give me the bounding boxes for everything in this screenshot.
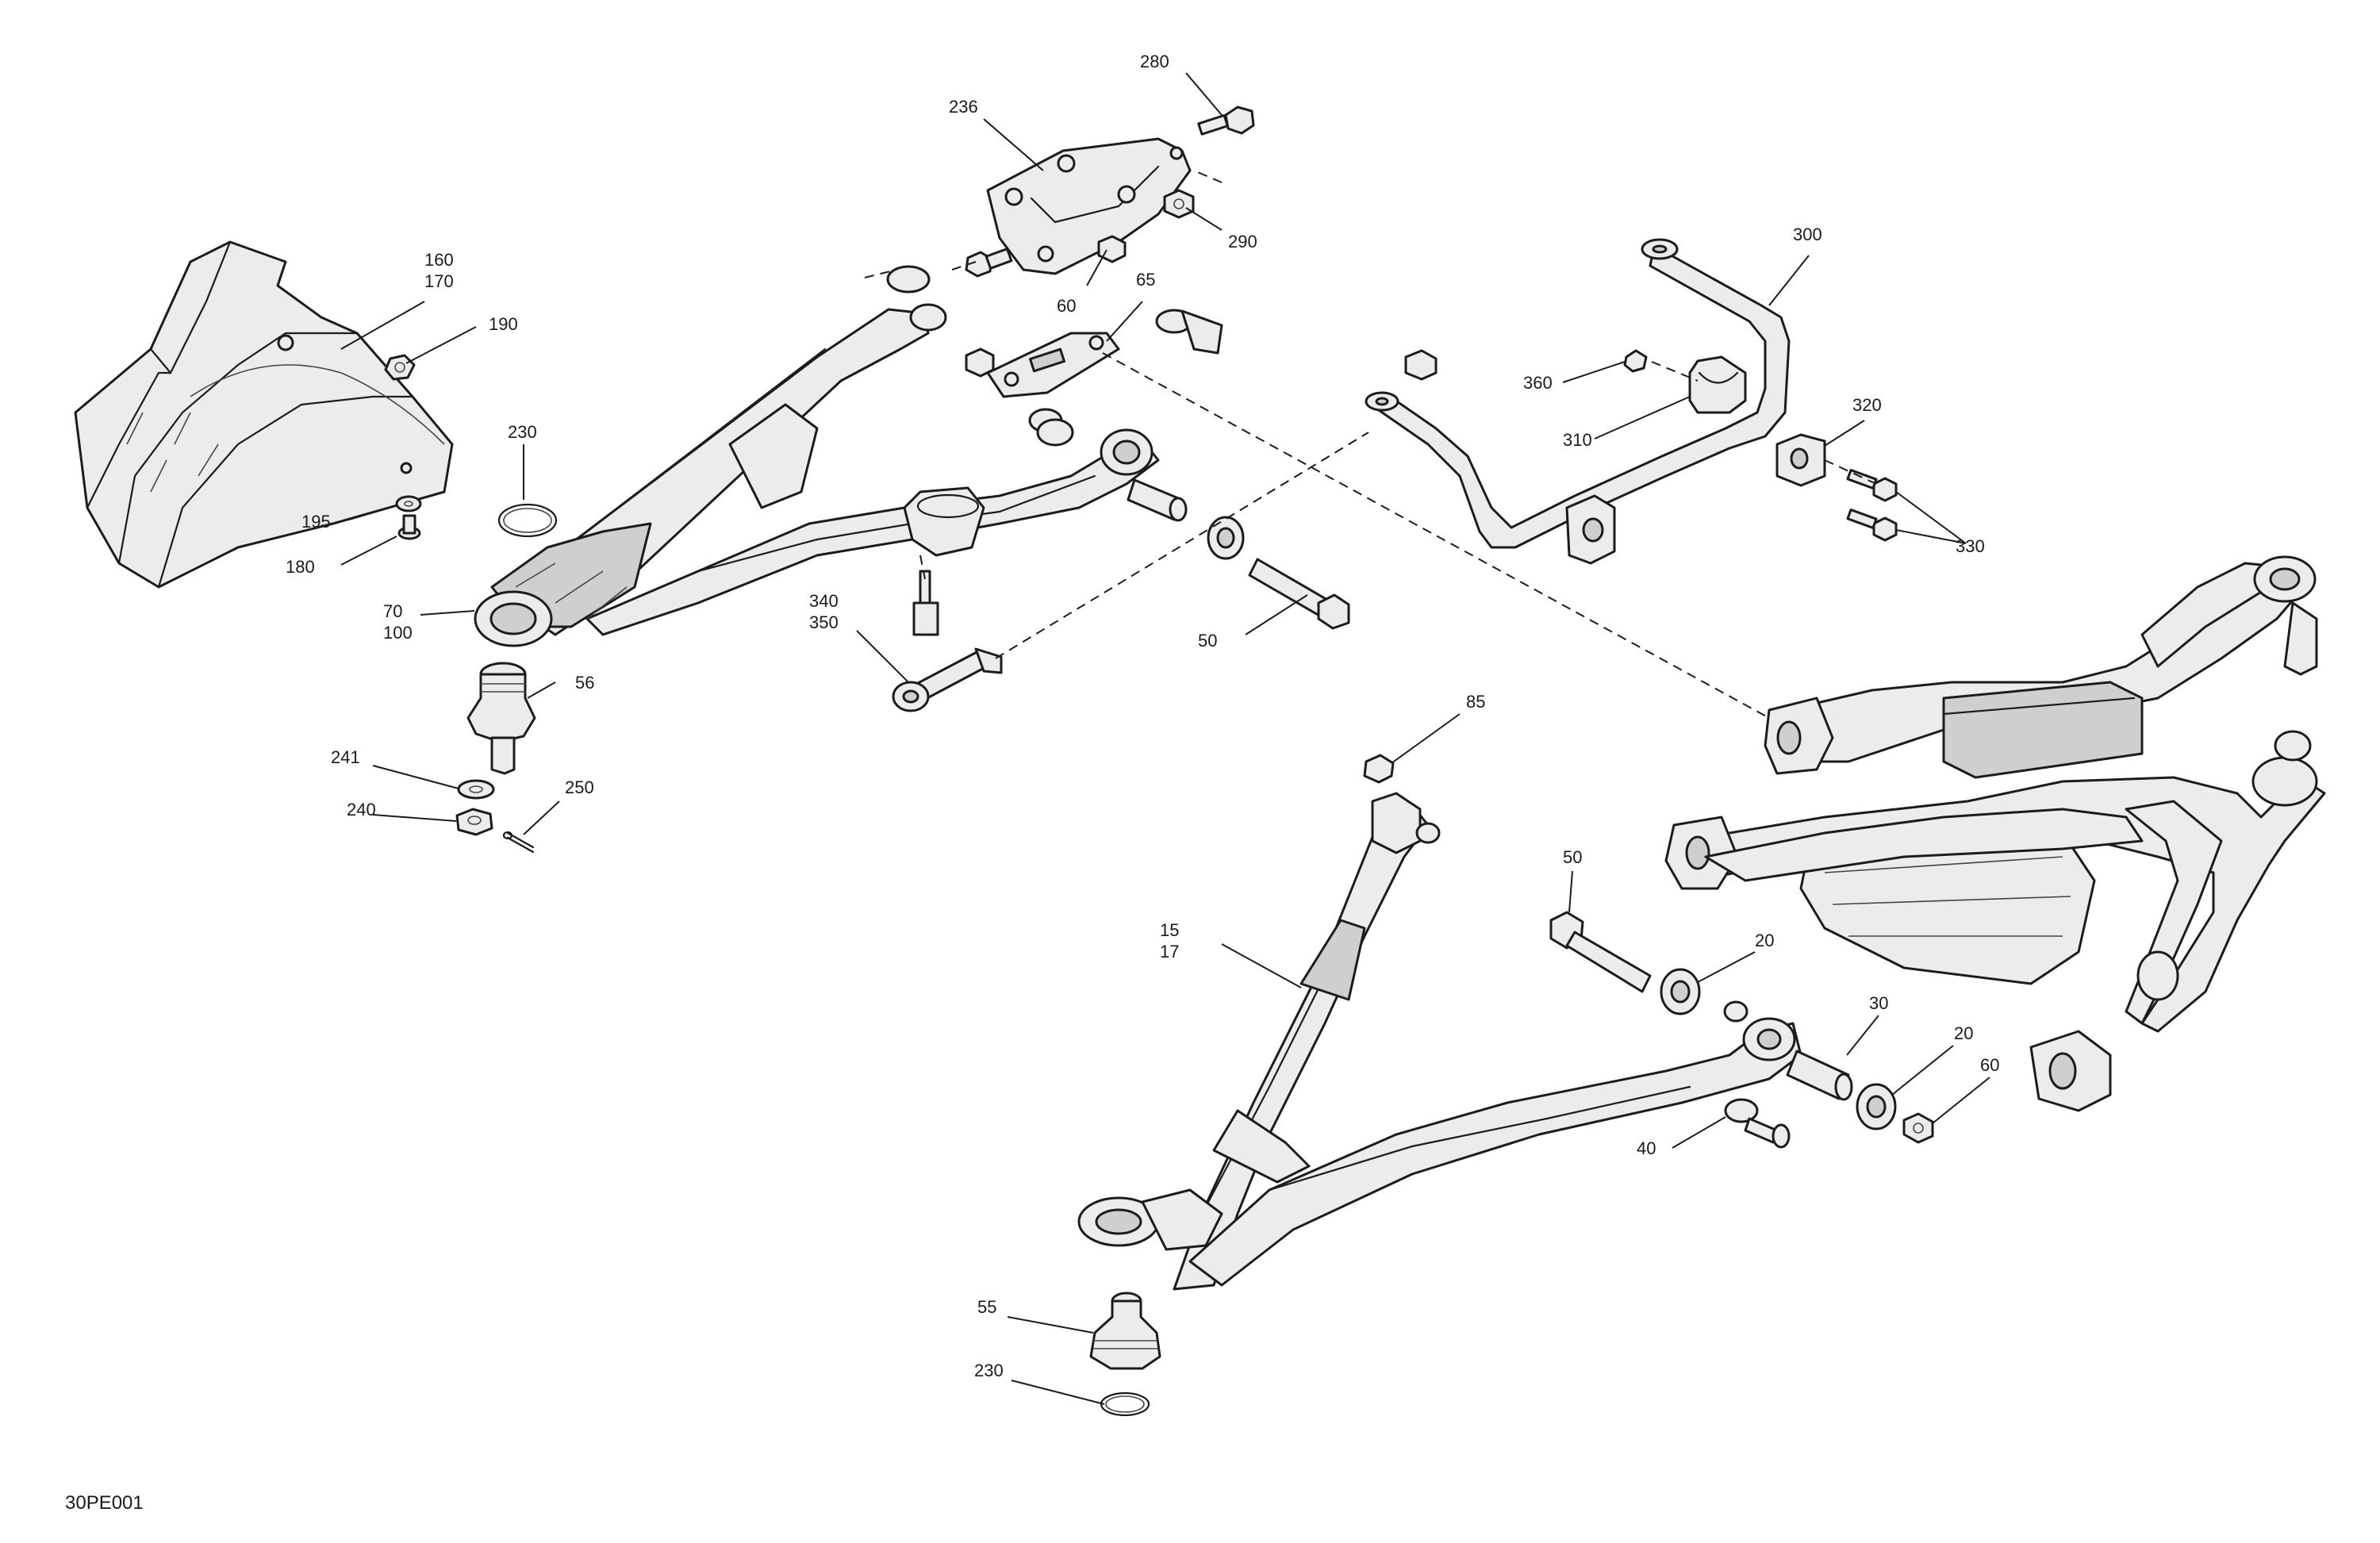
callout-250: 250	[565, 777, 594, 797]
sleeve-upper	[1127, 478, 1188, 522]
nut-85	[1363, 754, 1395, 784]
ball-joint-55	[1089, 1292, 1161, 1370]
bolt-60-upper	[965, 248, 1013, 278]
callout-50-upper: 50	[1198, 631, 1217, 651]
spacer-right-of-plate	[1155, 309, 1223, 355]
nut-left-of-plate	[965, 347, 995, 378]
clamp-310	[1688, 355, 1747, 414]
nut-190	[384, 354, 416, 381]
nut-290	[1163, 189, 1195, 219]
cotter-pin-250	[502, 831, 535, 854]
figure-id: 30PE001	[65, 1492, 144, 1514]
callout-55: 55	[977, 1297, 996, 1317]
bushing-20-a	[1660, 968, 1701, 1015]
bolt-180	[397, 514, 421, 540]
callout-100: 100	[383, 623, 413, 643]
callout-60-lower: 60	[1980, 1055, 1999, 1075]
callout-30: 30	[1869, 993, 1888, 1013]
callout-labels: 280 236 290 60 65 160 170 190 230 195 18…	[286, 52, 1999, 1380]
callout-160: 160	[424, 250, 454, 270]
callout-230-lower: 230	[974, 1361, 1004, 1380]
callout-56: 56	[575, 673, 594, 693]
bracket-236	[986, 137, 1192, 275]
washer-195	[395, 495, 422, 512]
callout-195: 195	[301, 512, 331, 532]
bushing-320	[1775, 433, 1826, 487]
callout-180: 180	[286, 557, 315, 577]
callout-15: 15	[1160, 920, 1179, 940]
nut-60-upper	[1097, 235, 1127, 263]
washer-bolt-40	[1724, 1098, 1791, 1149]
alignment-lines	[864, 170, 1877, 719]
leader-lines	[340, 72, 1990, 1405]
callout-230-upper: 230	[508, 422, 537, 442]
skid-plate-shield	[74, 240, 454, 589]
lower-a-arm	[1077, 792, 1802, 1291]
bushing-upper-rear	[1028, 408, 1074, 447]
callout-190: 190	[489, 314, 518, 334]
callout-70: 70	[383, 601, 402, 621]
bushing-20-b	[1856, 1083, 1897, 1130]
sway-bar-link-340	[892, 570, 1003, 712]
callout-60-upper: 60	[1057, 296, 1076, 316]
bolts-330	[1846, 469, 1898, 542]
callout-280: 280	[1140, 52, 1169, 71]
assembled-suspension-view	[1664, 555, 2326, 1112]
callout-170: 170	[424, 271, 454, 291]
nut-240	[455, 808, 493, 836]
bolt-50-lower	[1549, 911, 1652, 993]
clamp-sway-bar-left	[1565, 494, 1616, 565]
callout-85: 85	[1466, 692, 1485, 712]
upper-a-arm	[474, 265, 1160, 647]
bolt-280	[1197, 106, 1255, 136]
circlip-230-upper	[497, 503, 558, 538]
callout-50-lower: 50	[1563, 847, 1582, 867]
sleeve-30	[1786, 1050, 1853, 1101]
sway-bar-300	[1365, 238, 1791, 549]
callout-350: 350	[809, 612, 839, 632]
callout-40: 40	[1637, 1138, 1656, 1158]
plate-65	[986, 332, 1120, 398]
ball-joint-56	[466, 662, 536, 775]
circlip-230-lower	[1100, 1391, 1150, 1417]
callout-240: 240	[347, 800, 376, 819]
bushing-upper	[1207, 516, 1245, 560]
callout-65: 65	[1136, 270, 1155, 290]
callout-20-a: 20	[1755, 931, 1774, 950]
callout-241: 241	[331, 747, 360, 767]
nut-60-lower	[1902, 1112, 1934, 1144]
nut-on-sway-bar	[1404, 349, 1438, 381]
callout-360: 360	[1523, 373, 1553, 393]
bolt-360	[1623, 349, 1648, 373]
bolt-50-upper	[1248, 558, 1350, 630]
callout-236: 236	[949, 97, 978, 117]
callout-20-b: 20	[1954, 1023, 1973, 1043]
callout-330: 330	[1956, 536, 1985, 556]
callout-290: 290	[1228, 232, 1257, 251]
callout-300: 300	[1793, 225, 1822, 244]
callout-310: 310	[1563, 430, 1592, 450]
callout-340: 340	[809, 591, 839, 611]
callout-17: 17	[1160, 942, 1179, 961]
callout-320: 320	[1852, 395, 1882, 415]
washer-241	[457, 779, 495, 800]
